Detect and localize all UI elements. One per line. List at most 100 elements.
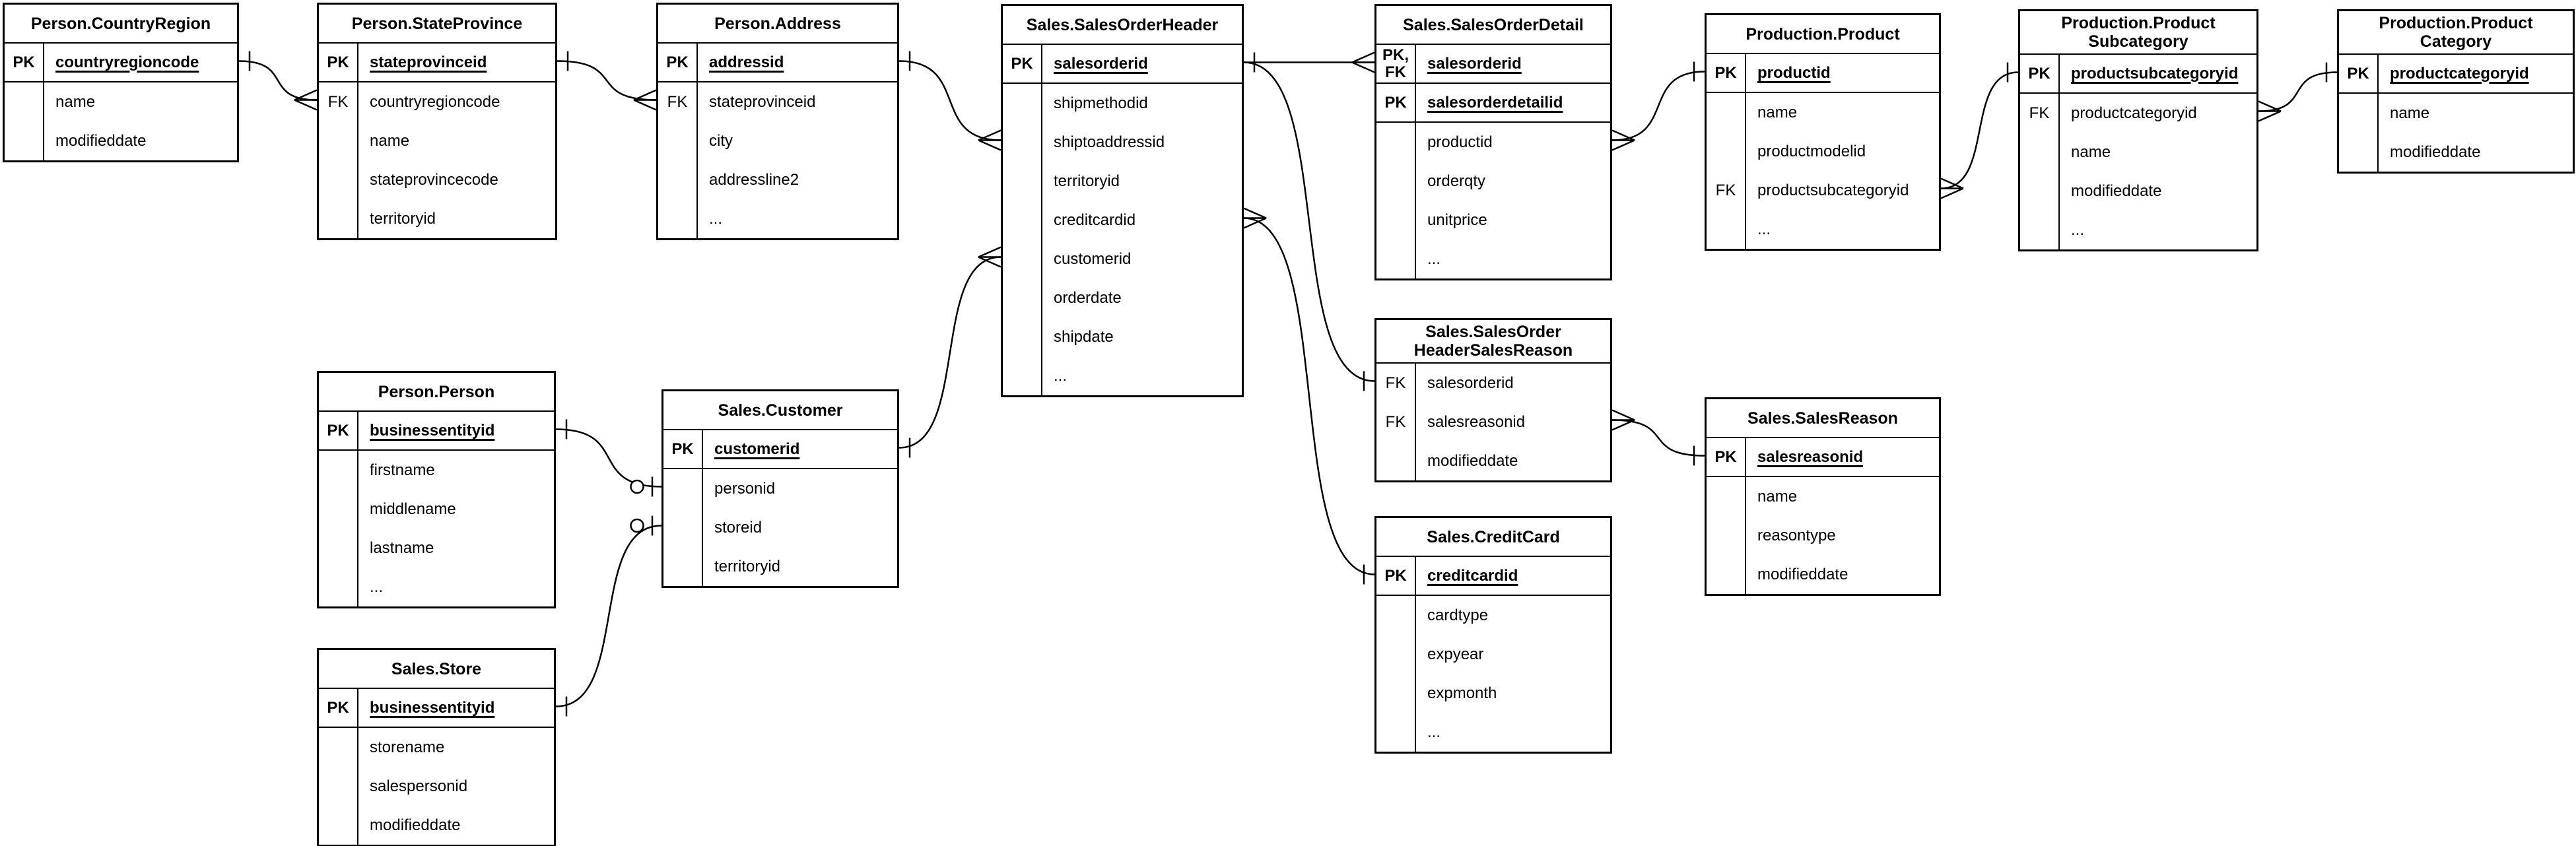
key-label: PK <box>1376 84 1416 121</box>
field-name: ... <box>709 209 723 228</box>
field-row: shipdate <box>1003 317 1242 356</box>
key-label <box>319 490 358 529</box>
field-row: expmonth <box>1376 674 1610 713</box>
key-label <box>1707 516 1746 555</box>
key-label: PK <box>319 689 358 727</box>
key-label <box>663 508 703 547</box>
crows-foot-marker <box>1611 409 1635 431</box>
field-name: storeid <box>714 518 763 537</box>
field-row: name <box>5 82 237 121</box>
field-name: personid <box>714 479 776 498</box>
key-label <box>1376 201 1416 240</box>
field-name: productcategoryid <box>2071 104 2197 122</box>
key-label <box>2020 172 2060 211</box>
field-row: lastname <box>319 529 554 568</box>
field-name: businessentityid <box>370 698 495 717</box>
field-row: customerid <box>1003 240 1242 278</box>
field-row: productid <box>1376 123 1610 162</box>
key-label <box>1707 93 1746 132</box>
field-row: name <box>2020 133 2256 172</box>
field-row: ... <box>1376 240 1610 278</box>
field-row: territoryid <box>319 199 555 238</box>
entity-title: Sales.SalesOrderHeader <box>1003 6 1242 45</box>
key-label <box>1707 555 1746 594</box>
crows-foot-marker <box>1611 129 1635 151</box>
key-label <box>1003 317 1042 356</box>
zero-circle-marker <box>630 518 644 533</box>
field-name: ... <box>1054 366 1068 385</box>
field-row: modifieddate <box>1376 441 1610 480</box>
key-label: PK <box>663 430 703 468</box>
field-name: orderqty <box>1427 172 1486 190</box>
entity-title: Sales.SalesOrder HeaderSalesReason <box>1376 320 1610 364</box>
key-label <box>5 82 44 121</box>
key-label <box>1376 162 1416 201</box>
key-label <box>2020 211 2060 249</box>
field-name: productsubcategoryid <box>1757 181 1909 199</box>
crows-foot-marker <box>1351 51 1375 73</box>
field-row: storeid <box>663 508 897 547</box>
field-row: modifieddate <box>2339 133 2573 172</box>
key-label <box>2339 94 2379 133</box>
field-row: ... <box>1003 356 1242 395</box>
field-row: orderdate <box>1003 278 1242 317</box>
key-label: PK <box>319 44 358 81</box>
key-label <box>1003 240 1042 278</box>
crows-foot-marker <box>978 129 1001 151</box>
relationship-sales-salesorderdetail--production-product <box>1611 61 1705 151</box>
key-label <box>1376 596 1416 635</box>
field-name: ... <box>2071 220 2085 239</box>
entity-title: Sales.SalesOrderDetail <box>1376 6 1610 45</box>
field-row: stateprovincecode <box>319 160 555 199</box>
field-row: personid <box>663 469 897 508</box>
entity-title: Person.Person <box>319 373 554 412</box>
key-label: FK <box>319 82 358 121</box>
field-name: middlename <box>370 500 456 518</box>
field-row: modifieddate <box>319 806 554 845</box>
field-name: lastname <box>370 538 434 557</box>
crows-foot-marker <box>1243 207 1267 229</box>
relationship-production-productsubcategory--production-productcategory <box>2258 62 2338 122</box>
field-name: name <box>1757 487 1798 505</box>
field-row: storename <box>319 728 554 767</box>
field-row: ... <box>2020 211 2256 249</box>
key-label <box>1003 123 1042 162</box>
field-name: modifieddate <box>370 816 461 834</box>
field-name: modifieddate <box>1427 451 1518 470</box>
field-name: salesreasonid <box>1427 412 1526 431</box>
relationship-sales-salesorderheader--sales-salesorderheadersalesreason <box>1243 61 1375 391</box>
field-name: creditcardid <box>1427 566 1518 585</box>
key-label: FK <box>1376 403 1416 441</box>
key-label <box>1376 441 1416 480</box>
zero-circle-marker <box>630 479 644 494</box>
field-row: modifieddate <box>1707 555 1939 594</box>
entity-title: Sales.Customer <box>663 391 897 430</box>
key-label: PK <box>658 44 698 81</box>
entity-title: Person.Address <box>658 5 897 44</box>
field-name: orderdate <box>1054 288 1122 307</box>
key-label <box>319 199 358 238</box>
key-label: FK <box>2020 94 2060 133</box>
